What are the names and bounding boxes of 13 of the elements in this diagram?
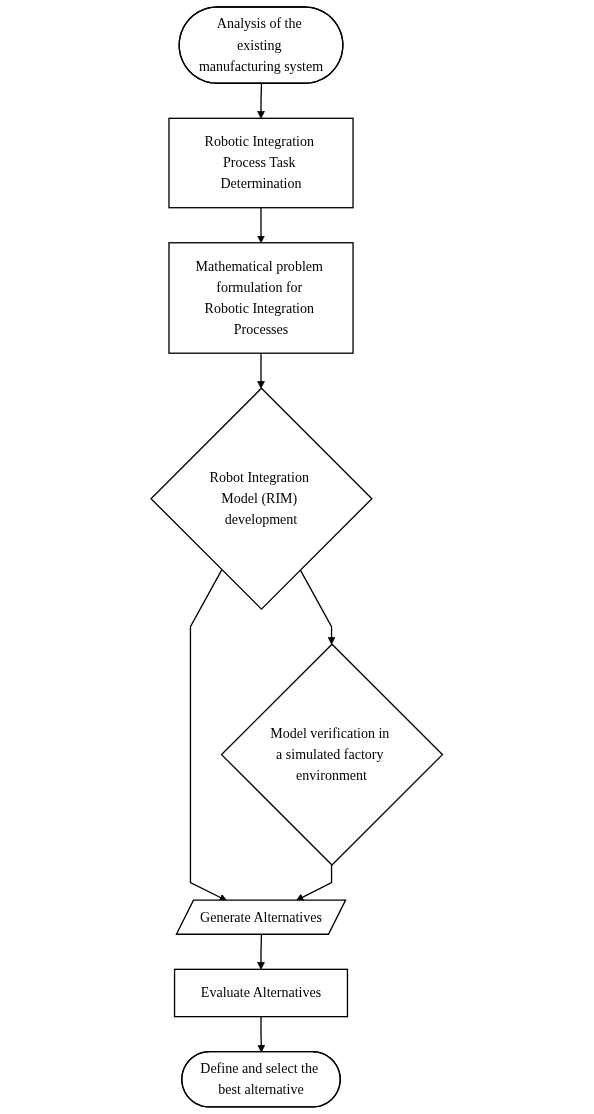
arrow bbox=[257, 352, 266, 389]
arrow bbox=[257, 83, 266, 119]
arrow bbox=[296, 864, 333, 901]
arrow bbox=[299, 569, 336, 645]
node-box: Mathematical problem formulation for Robotic Integration Processes bbox=[168, 242, 354, 354]
node-box: Evaluate Alternatives bbox=[174, 968, 349, 1018]
arrow bbox=[257, 934, 266, 970]
node-diamond: Robot Integration Model (RIM) development bbox=[150, 387, 374, 611]
arrow bbox=[257, 1016, 266, 1053]
arrow bbox=[190, 569, 228, 901]
arrow bbox=[257, 207, 266, 244]
node-diamond: Model verification in a simulated factory environment bbox=[220, 643, 444, 866]
node-box: Robotic Integration Process Task Determination bbox=[168, 117, 354, 209]
